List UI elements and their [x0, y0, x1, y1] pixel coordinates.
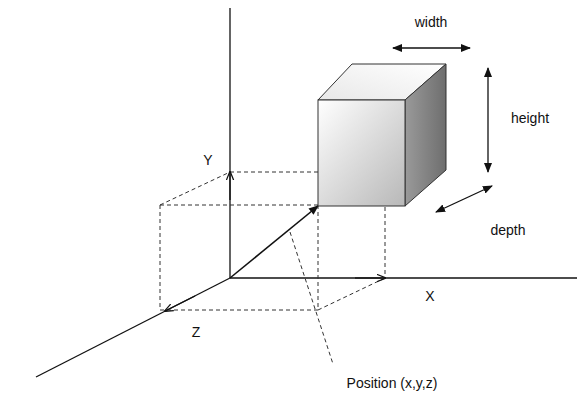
position-vector [230, 206, 318, 278]
dimension-label: depth [490, 222, 525, 239]
dimension-label: width [415, 14, 448, 31]
axis-label: X [425, 288, 434, 305]
dimension-label: height [511, 110, 549, 127]
axis-label: Y [203, 152, 212, 169]
cube [318, 64, 446, 206]
leader-line [290, 232, 333, 364]
dimension-arrows [393, 48, 492, 212]
axis-lines [36, 8, 577, 377]
callout-label: Position (x,y,z) [347, 375, 438, 392]
axis-label: Z [192, 324, 201, 341]
